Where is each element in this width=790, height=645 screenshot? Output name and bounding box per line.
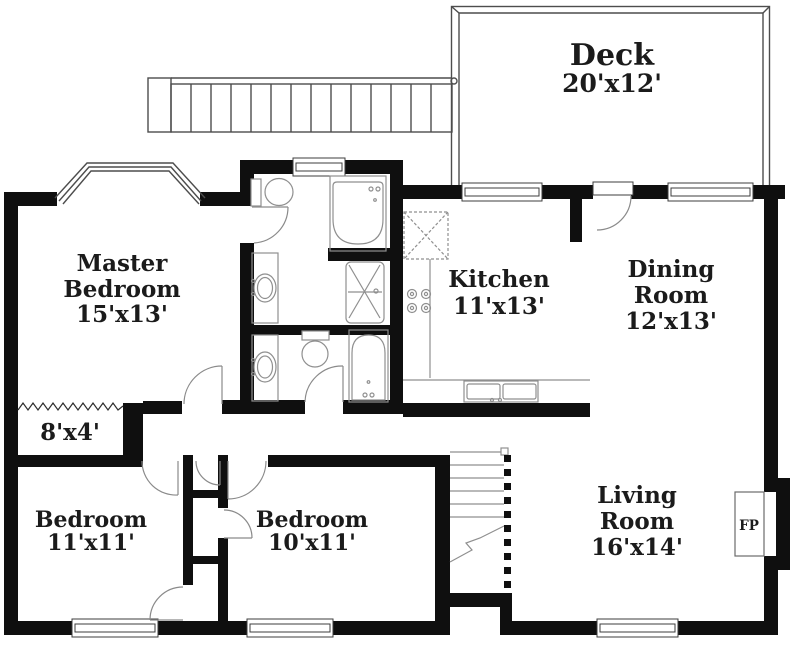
doors	[141, 181, 634, 621]
vanity-sink-lower	[250, 334, 279, 402]
window-bathroom	[292, 157, 346, 177]
master-bedroom-label-2: Bedroom	[63, 276, 180, 303]
shower	[345, 261, 385, 324]
living-room-label-2: Room	[600, 508, 674, 535]
stove	[406, 288, 432, 314]
bedroom-middle-dims: 10'x11'	[268, 530, 356, 556]
door-closet-left	[149, 586, 184, 621]
kitchen-sink	[463, 380, 539, 403]
refrigerator	[403, 211, 449, 260]
kitchen-counter	[403, 259, 590, 381]
door-dining-deck	[592, 181, 634, 231]
door-bedroom-middle	[227, 460, 267, 500]
window-living	[596, 618, 679, 638]
fireplace: FP	[734, 491, 765, 557]
bathtub-lower	[348, 329, 389, 403]
fireplace-label: FP	[739, 518, 759, 534]
kitchen-label: Kitchen	[448, 266, 550, 293]
door-bedroom-left	[141, 460, 179, 496]
master-bedroom-label-1: Master	[77, 250, 169, 277]
bedroom-left-dims: 11'x11'	[47, 530, 135, 556]
living-room-dims: 16'x14'	[591, 534, 683, 561]
deck-stairs	[147, 77, 458, 133]
closet-dims: 8'x4'	[40, 419, 100, 446]
bay-window	[54, 162, 206, 205]
bathtub-upper	[329, 175, 387, 252]
walls	[4, 160, 790, 635]
door-closet-middle	[223, 509, 253, 539]
window-bedroom-middle	[246, 618, 334, 638]
toilet-lower	[301, 330, 330, 368]
vanity-sink-upper	[250, 252, 279, 324]
window-dining	[667, 182, 754, 202]
bedroom-left-label: Bedroom	[35, 507, 147, 533]
deck-dims: 20'x12'	[562, 69, 662, 98]
room-labels: Deck 20'x12' Master Bedroom 15'x13' Kitc…	[35, 38, 717, 561]
closet-rod-zigzag	[17, 401, 124, 412]
dining-room-label-2: Room	[634, 282, 708, 309]
door-hall-closet	[195, 460, 221, 486]
bedroom-middle-label: Bedroom	[256, 507, 368, 533]
door-hall-bathroom	[304, 365, 344, 403]
deck-label: Deck	[570, 38, 655, 73]
toilet-upper	[250, 177, 294, 207]
staircase	[449, 447, 511, 588]
stair-railing	[504, 455, 511, 588]
dining-room-label-1: Dining	[628, 256, 715, 283]
kitchen-dims: 11'x13'	[453, 293, 545, 320]
door-master-bedroom	[183, 365, 223, 405]
living-room-label-1: Living	[597, 482, 677, 509]
window-bedroom-left	[71, 618, 159, 638]
door-master-bath	[252, 206, 289, 244]
dining-room-dims: 12'x13'	[625, 308, 717, 335]
window-kitchen	[461, 182, 543, 202]
master-bedroom-dims: 15'x13'	[76, 301, 168, 328]
